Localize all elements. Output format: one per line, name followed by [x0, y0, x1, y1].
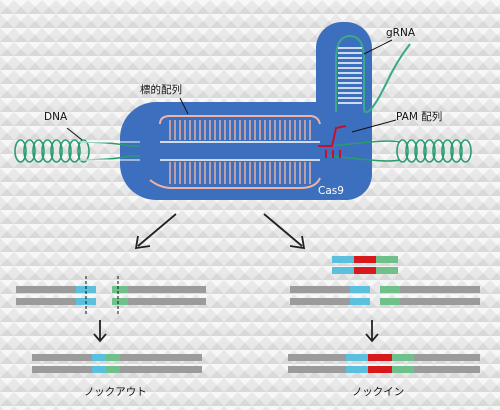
dna-helix-left — [14, 139, 90, 163]
grna-label: gRNA — [386, 27, 416, 39]
knockin-donor-dna — [332, 256, 398, 274]
helix-loop — [14, 139, 27, 163]
dna-strands — [79, 140, 401, 162]
helix-loop — [50, 139, 63, 163]
target-sequence-region — [149, 115, 321, 189]
cas9-label: Cas9 — [318, 185, 344, 197]
dna-helix-right — [396, 139, 472, 163]
helix-loop — [396, 139, 409, 163]
helix-loop — [414, 139, 427, 163]
helix-loop — [441, 139, 454, 163]
helix-loop — [59, 139, 72, 163]
helix-loop — [432, 139, 445, 163]
target-sequence-label: 標的配列 — [140, 83, 182, 96]
knockin-down-arrow — [365, 320, 379, 343]
pam-marks — [318, 125, 347, 158]
helix-loop — [68, 139, 81, 163]
arrow-to-knockin — [263, 213, 306, 250]
arrow-to-knockout — [134, 213, 177, 250]
knockout-cut-dna — [16, 276, 206, 316]
helix-loop — [41, 139, 54, 163]
knockout-down-arrow — [93, 320, 107, 343]
helix-loop — [23, 139, 36, 163]
knockin-label: ノックイン — [352, 386, 404, 398]
helix-loop — [459, 139, 472, 163]
knockout-label: ノックアウト — [84, 386, 147, 398]
cas9-protein — [120, 22, 372, 200]
helix-loop — [450, 139, 463, 163]
grna-hairpin — [335, 34, 411, 114]
leader-lines — [66, 39, 397, 141]
knockin-result-dna — [288, 354, 480, 373]
dna-label: DNA — [44, 111, 68, 123]
knockin-cut-dna — [290, 286, 480, 305]
helix-loop — [77, 139, 90, 163]
pam-sequence-label: PAM 配列 — [396, 110, 442, 123]
knockout-result-dna — [32, 354, 202, 373]
helix-loop — [405, 139, 418, 163]
helix-loop — [32, 139, 45, 163]
helix-loop — [423, 139, 436, 163]
